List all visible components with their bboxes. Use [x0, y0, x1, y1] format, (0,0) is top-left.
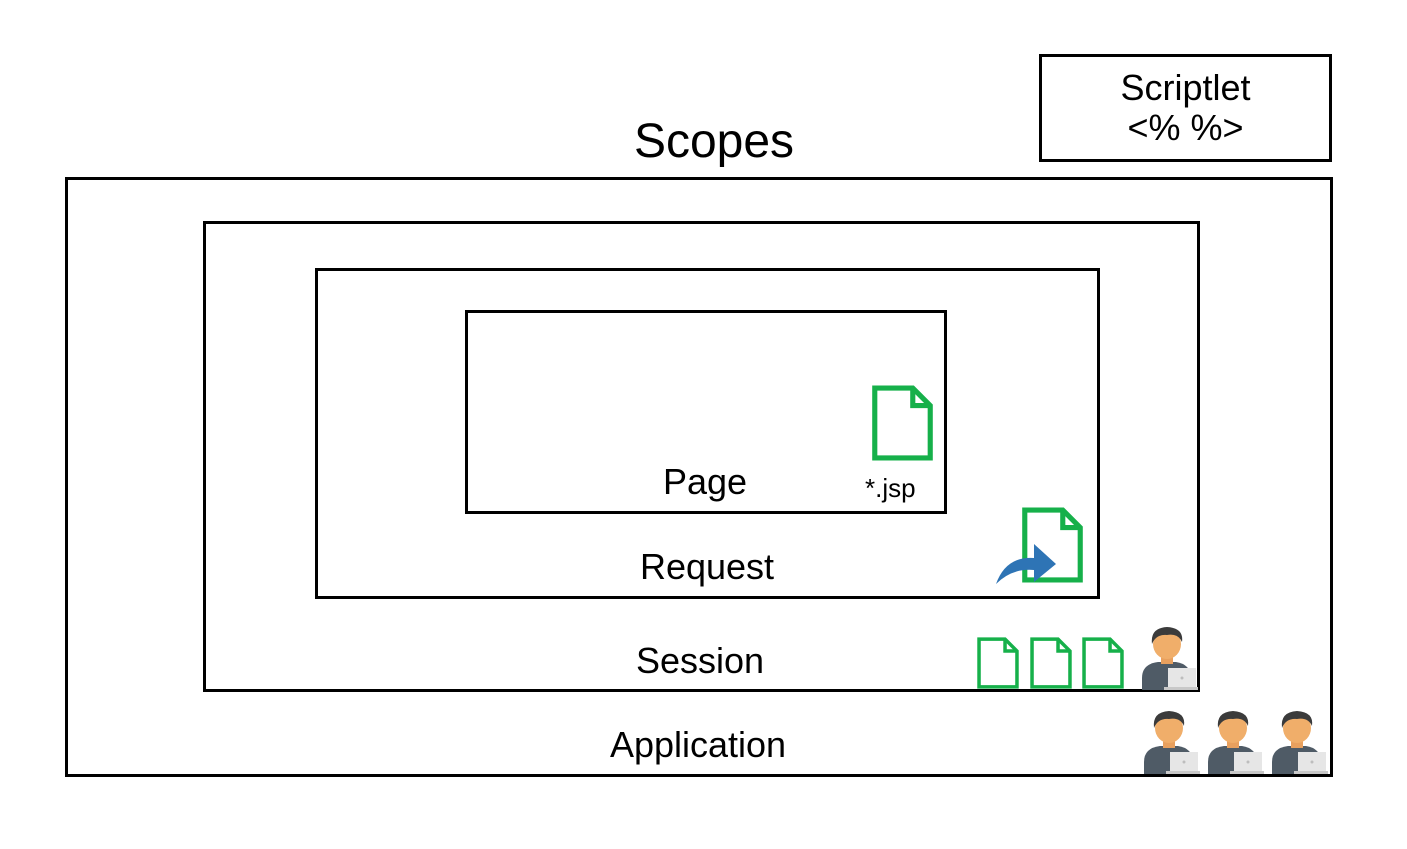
user-at-laptop-icon	[1140, 708, 1200, 774]
request-scope-box	[315, 268, 1100, 599]
application-scope-box	[65, 177, 1333, 777]
session-scope-box	[203, 221, 1200, 692]
file-icon	[1081, 637, 1125, 689]
jsp-file-label: *.jsp	[865, 473, 916, 503]
application-scope-label: Application	[609, 724, 787, 765]
forward-arrow-icon	[996, 544, 1056, 584]
scriptlet-label: Scriptlet	[1120, 67, 1251, 109]
page-scope-box	[465, 310, 947, 514]
file-icon	[1029, 637, 1073, 689]
user-at-laptop-icon	[1204, 708, 1264, 774]
session-scope-label: Session	[635, 640, 765, 681]
file-icon	[871, 385, 934, 461]
request-scope-label: Request	[639, 546, 775, 587]
file-icon	[976, 637, 1020, 689]
diagram-title: Scopes	[633, 115, 795, 168]
scriptlet-box: Scriptlet <% %>	[1039, 54, 1332, 162]
user-at-laptop-icon	[1138, 624, 1198, 690]
user-at-laptop-icon	[1268, 708, 1328, 774]
scriptlet-syntax: <% %>	[1127, 107, 1244, 148]
page-scope-label: Page	[662, 461, 748, 502]
